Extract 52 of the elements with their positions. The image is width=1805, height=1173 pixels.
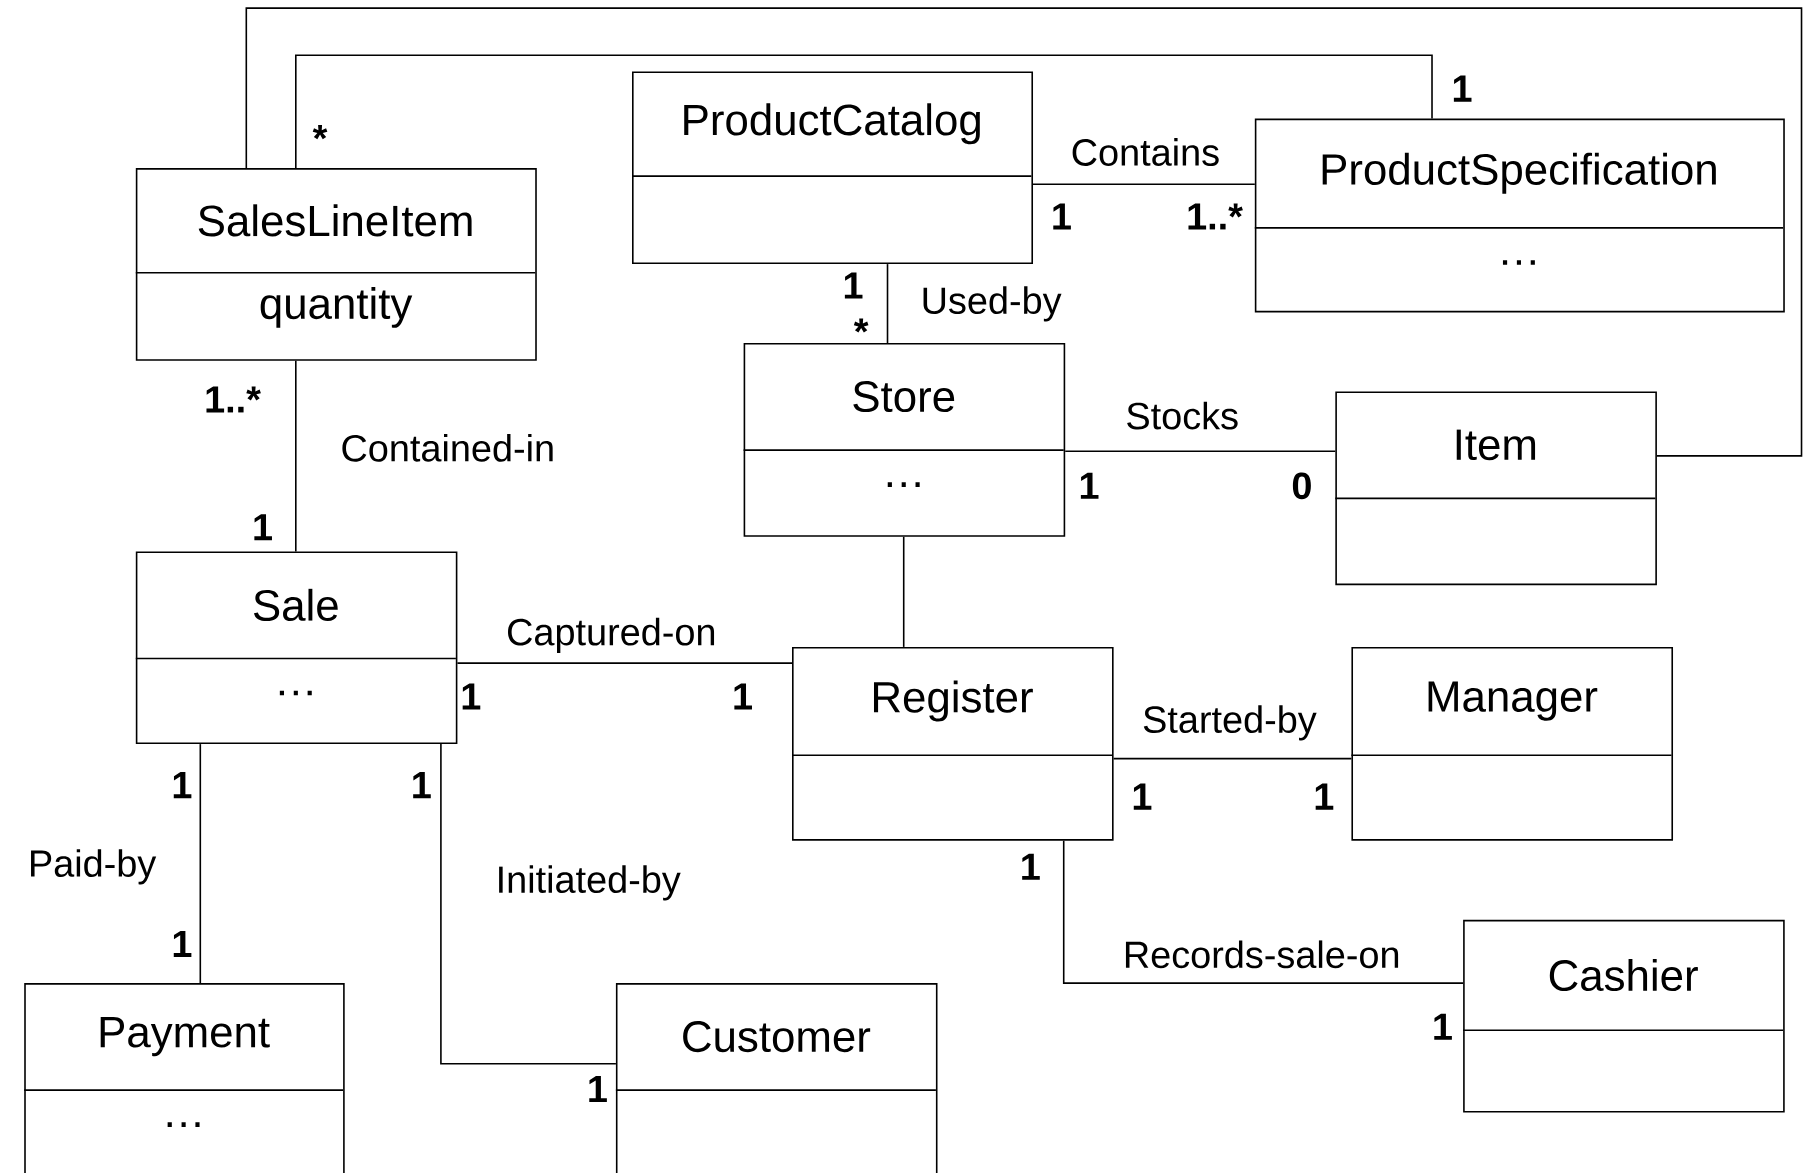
association-line — [1064, 450, 1337, 452]
edge-label: Records-sale-on — [1121, 939, 1402, 970]
multiplicity: 1 — [413, 772, 431, 799]
association-line — [245, 7, 1803, 457]
association-line — [1112, 757, 1353, 760]
association-line — [295, 360, 297, 553]
class-box: ProductSpecification … — [1254, 118, 1785, 313]
class-box: Customer — [615, 983, 938, 1173]
association-line — [199, 743, 202, 984]
multiplicity: 1 — [173, 772, 192, 799]
multiplicity: 1 — [1022, 853, 1040, 880]
multiplicity: 1..* — [1188, 203, 1243, 230]
class-box: Sale … — [135, 551, 458, 745]
edge-label: Captured-on — [505, 616, 718, 655]
multiplicity: 1 — [589, 1076, 607, 1103]
multiplicity: 1 — [1315, 783, 1334, 810]
edge-label: Stocks — [1124, 400, 1240, 431]
class-box: Manager — [1350, 646, 1673, 841]
class-box: Cashier — [1462, 919, 1785, 1113]
class-box: Payment … — [23, 983, 345, 1173]
class-box: Item — [1334, 391, 1657, 586]
association-line — [295, 54, 1433, 169]
edge-label: Used-by — [919, 285, 1063, 323]
multiplicity: 1 — [1434, 1013, 1452, 1040]
edge-label: Initiated-by — [494, 864, 682, 902]
multiplicity: 1 — [734, 683, 752, 710]
multiplicity: 1 — [1053, 203, 1071, 230]
multiplicity: * — [312, 125, 328, 140]
edge-label: Contained-in — [339, 432, 557, 463]
edge-label: Started-by — [1141, 704, 1318, 742]
association-line — [886, 263, 889, 344]
multiplicity: 1 — [462, 683, 481, 710]
class-box: Register — [791, 646, 1114, 841]
edge-label: Contains — [1069, 137, 1222, 167]
multiplicity: 1 — [254, 514, 272, 541]
association-line — [456, 662, 793, 664]
class-box: ProductCatalog — [631, 71, 1033, 265]
multiplicity: * — [853, 318, 869, 333]
multiplicity: 1 — [844, 272, 863, 299]
association-line — [902, 536, 905, 648]
multiplicity: 0 — [1292, 472, 1311, 500]
class-box: Store … — [742, 343, 1066, 537]
multiplicity: 1 — [1133, 783, 1152, 810]
association-line — [1062, 839, 1464, 984]
multiplicity: 1 — [1080, 472, 1099, 499]
association-line — [440, 743, 617, 1065]
edge-label: Paid-by — [26, 848, 158, 886]
multiplicity: 1 — [1453, 75, 1472, 102]
multiplicity: 1..* — [206, 386, 261, 413]
association-line — [1032, 183, 1256, 185]
class-box: SalesLineItem quantity — [135, 168, 537, 361]
multiplicity: 1 — [173, 930, 192, 957]
